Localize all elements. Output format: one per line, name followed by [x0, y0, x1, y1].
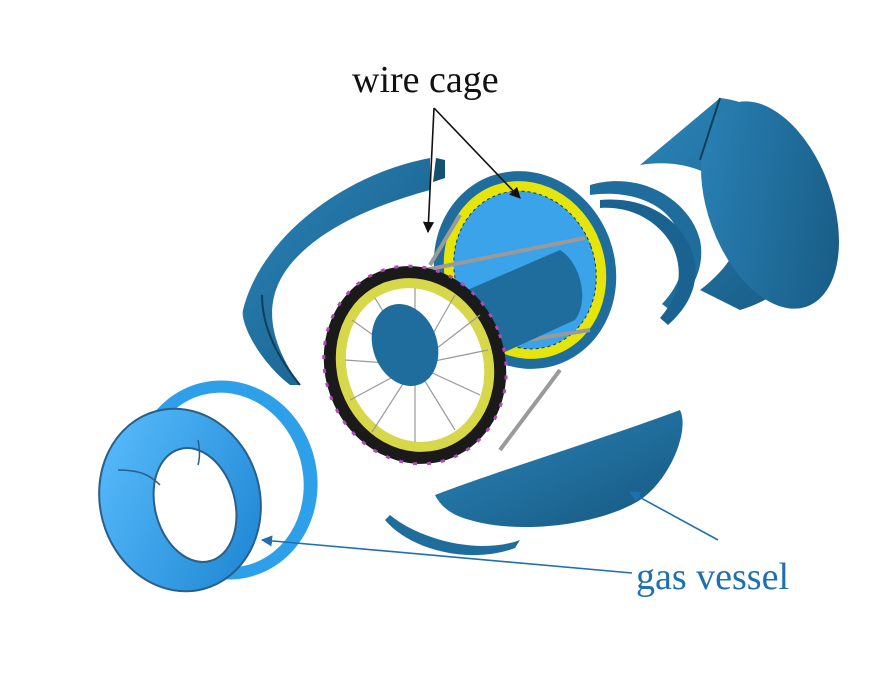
gas-vessel-label: gas vessel	[636, 556, 790, 598]
wire-cage-arrows	[422, 107, 521, 234]
wire-cage-front-ring	[322, 264, 508, 466]
gas-vessel-outer-cylinder	[640, 97, 839, 310]
gas-vessel-torus	[98, 407, 262, 593]
wire-cage-label: wire cage	[352, 59, 499, 101]
gas-vessel-lower-shell	[385, 410, 683, 556]
gas-vessel-end-arcs	[590, 181, 702, 325]
gas-vessel-upper-left-shell	[242, 158, 445, 386]
gas-vessel-arrows	[260, 491, 719, 574]
